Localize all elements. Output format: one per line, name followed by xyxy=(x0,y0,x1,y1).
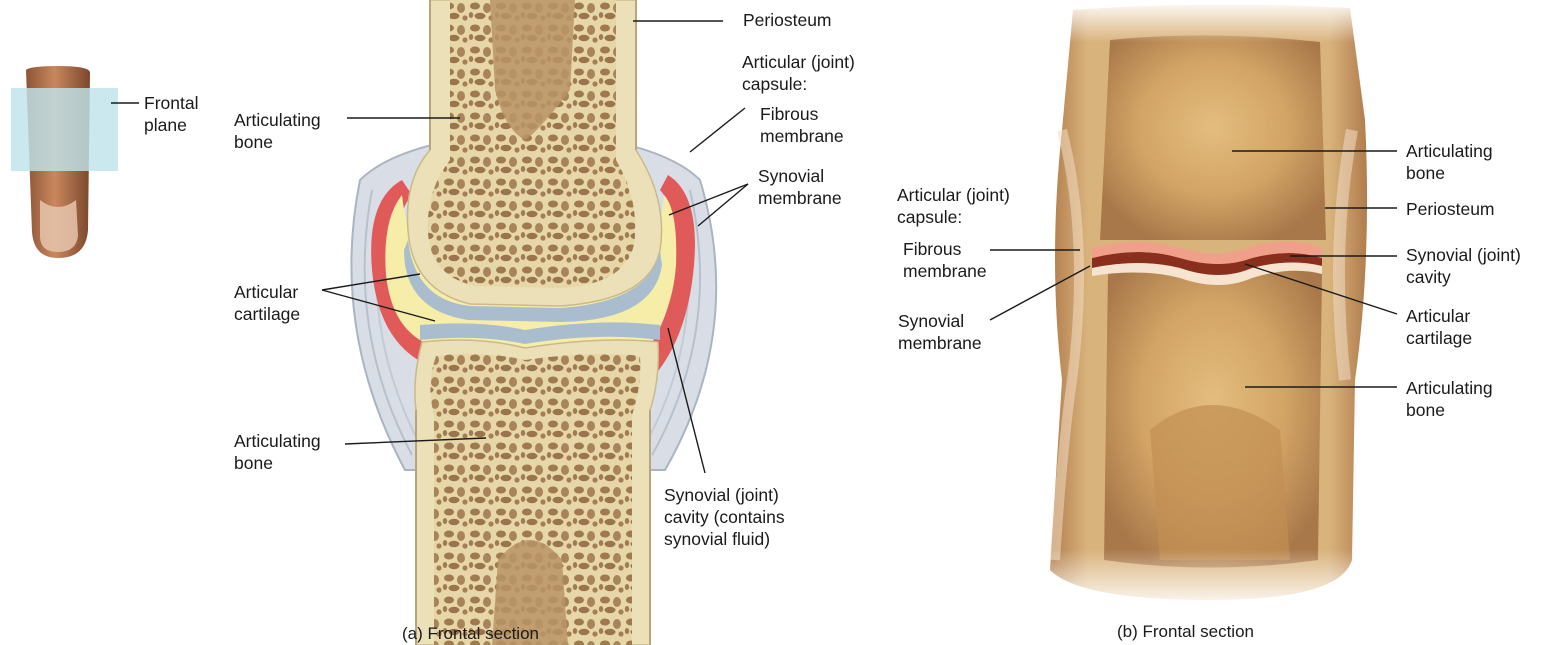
frontal-plane xyxy=(11,88,118,171)
photo-synovial-cavity-label: Synovial (joint)cavity xyxy=(1406,244,1521,288)
photo-periosteum-label: Periosteum xyxy=(1406,198,1495,220)
periosteum-label: Periosteum xyxy=(743,9,832,31)
photo-joint-capsule-label: Articular (joint)capsule: xyxy=(897,184,1010,228)
joint-illustration xyxy=(351,0,716,645)
finger-inset xyxy=(11,66,139,258)
panel-b-caption: (b) Frontal section xyxy=(1117,622,1254,642)
joint-photo xyxy=(1040,0,1380,610)
panel-a-caption: (a) Frontal section xyxy=(402,624,539,644)
joint-capsule-label: Articular (joint)capsule: xyxy=(742,51,855,95)
